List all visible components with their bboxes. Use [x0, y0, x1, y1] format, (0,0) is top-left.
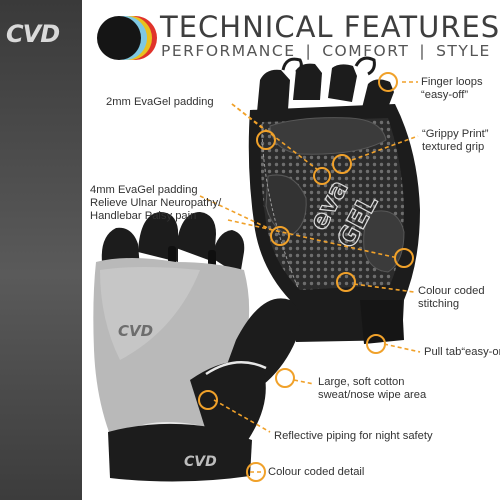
callout-line-stitching — [353, 283, 415, 293]
brand-logo: CVD — [6, 20, 60, 48]
callout-lines — [199, 81, 421, 473]
pull-tab — [360, 300, 404, 344]
subtitle-separator: | — [305, 42, 313, 60]
back-glove-finger-3 — [176, 212, 216, 262]
callout-line-pull-tab — [383, 343, 421, 353]
side-panel — [0, 0, 82, 500]
label-finger-loops: Finger loops “easy-off” — [421, 76, 483, 101]
finger-loop — [354, 56, 376, 76]
label-4mm-padding: 4mm EvaGel padding Relieve Ulnar Neuropa… — [90, 184, 222, 222]
subtitle-performance: PERFORMANCE — [161, 42, 296, 60]
back-glove-mesh-shade — [100, 267, 200, 360]
subtitle-comfort: COMFORT — [322, 42, 410, 60]
callout-line-4mm-b — [227, 219, 399, 259]
reflective-piping — [205, 361, 267, 376]
callout-line-cotton — [293, 379, 315, 385]
callout-marker-grippy — [332, 154, 352, 174]
callout-marker-pull-tab — [366, 334, 386, 354]
callout-line-reflective — [213, 399, 271, 433]
page-subtitle: PERFORMANCE | COMFORT | STYLE — [161, 42, 491, 60]
palm-glove: eva GEL — [248, 56, 420, 344]
label-colour-stitching: Colour coded stitching — [418, 285, 485, 310]
colour-stitching — [261, 123, 299, 289]
callout-line-grippy — [351, 135, 419, 161]
callout-marker-reflective — [198, 390, 218, 410]
label-pull-tab: Pull tab“easy-on” — [424, 346, 500, 358]
back-glove: CVD CVD — [93, 212, 300, 482]
callout-marker-cotton — [275, 368, 295, 388]
subtitle-separator: | — [419, 42, 427, 60]
callout-marker-4mm — [270, 226, 290, 246]
cuff-logo: CVD — [184, 454, 217, 470]
palm-glove-finger-1 — [257, 69, 290, 112]
label-reflective-piping: Reflective piping for night safety — [274, 430, 433, 442]
mesh-logo: CVD — [118, 322, 153, 340]
label-2mm-padding: 2mm EvaGel padding — [106, 96, 214, 108]
back-glove-cuff — [108, 423, 252, 482]
gel-pad-side — [265, 174, 307, 237]
gel-pad-top — [269, 117, 387, 155]
label-cotton-wipe: Large, soft cotton sweat/nose wipe area — [318, 376, 427, 401]
palm-glove-finger-2 — [293, 63, 322, 100]
back-glove-finger-1 — [101, 227, 140, 268]
finger-loop — [281, 57, 303, 74]
back-glove-finger-4 — [212, 230, 245, 276]
subtitle-style: STYLE — [436, 42, 491, 60]
color-dot-black — [97, 16, 141, 60]
callout-marker-4mm-b — [394, 248, 414, 268]
callout-marker-2mm-b — [313, 167, 331, 185]
callout-marker-finger-loops — [378, 72, 398, 92]
label-colour-detail: Colour coded detail — [268, 466, 365, 478]
callout-markers — [198, 72, 414, 482]
page-title: TECHNICAL FEATURES — [160, 10, 500, 44]
palm-glove-finger-3 — [328, 64, 357, 102]
callout-marker-detail — [246, 462, 266, 482]
callout-marker-stitching — [336, 272, 356, 292]
label-grippy-print: “Grippy Print” textured grip — [422, 128, 489, 153]
callout-marker-2mm — [256, 130, 276, 150]
callout-line-4mm — [199, 195, 273, 231]
color-dots — [97, 16, 157, 60]
